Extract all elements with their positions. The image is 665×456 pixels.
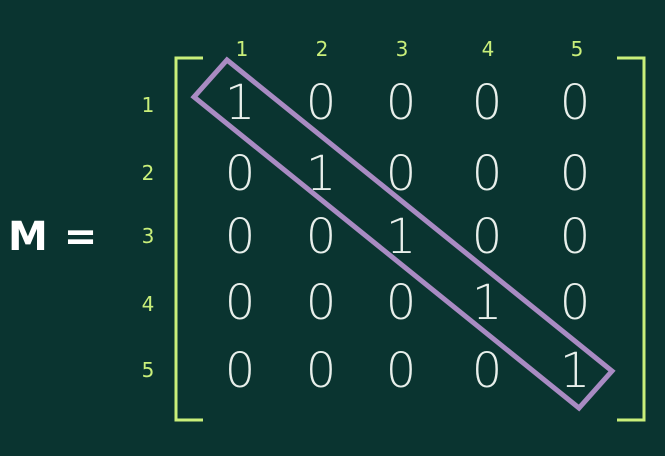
- matrix-cell-r4-c4: 1: [471, 275, 503, 331]
- matrix-cell-r5-c4: 0: [471, 343, 503, 399]
- column-index-2: 2: [315, 37, 329, 61]
- column-index-3: 3: [395, 37, 409, 61]
- column-index-1: 1: [235, 37, 249, 61]
- matrix-cell-r2-c4: 0: [471, 146, 503, 202]
- matrix-cell-r5-c2: 0: [305, 343, 337, 399]
- matrix-name-label: M =: [8, 214, 99, 260]
- diagonal-highlight-box: [190, 56, 616, 412]
- row-index-2: 2: [141, 161, 155, 185]
- matrix-cell-r4-c5: 0: [559, 275, 591, 331]
- matrix-cell-r1-c2: 0: [305, 75, 337, 131]
- right-bracket: [617, 56, 646, 422]
- matrix-cell-r3-c1: 0: [224, 209, 256, 265]
- left-bracket: [174, 56, 203, 422]
- matrix-cell-r2-c3: 0: [385, 146, 417, 202]
- matrix-cell-r1-c1: 1: [224, 75, 256, 131]
- row-index-5: 5: [141, 358, 155, 382]
- matrix-cell-r2-c1: 0: [224, 146, 256, 202]
- matrix-cell-r5-c3: 0: [385, 343, 417, 399]
- matrix-cell-r2-c5: 0: [559, 146, 591, 202]
- matrix-cell-r3-c4: 0: [471, 209, 503, 265]
- matrix-cell-r3-c3: 1: [385, 209, 417, 265]
- row-index-1: 1: [141, 93, 155, 117]
- column-index-5: 5: [570, 37, 584, 61]
- matrix-cell-r1-c5: 0: [559, 75, 591, 131]
- row-index-3: 3: [141, 224, 155, 248]
- matrix-cell-r1-c3: 0: [385, 75, 417, 131]
- matrix-cell-r4-c2: 0: [305, 275, 337, 331]
- matrix-cell-r3-c5: 0: [559, 209, 591, 265]
- column-index-4: 4: [481, 37, 495, 61]
- matrix-cell-r4-c1: 0: [224, 275, 256, 331]
- matrix-cell-r4-c3: 0: [385, 275, 417, 331]
- matrix-cell-r3-c2: 0: [305, 209, 337, 265]
- matrix-cell-r2-c2: 1: [305, 146, 337, 202]
- row-index-4: 4: [141, 292, 155, 316]
- matrix-cell-r1-c4: 0: [471, 75, 503, 131]
- matrix-cell-r5-c5: 1: [559, 343, 591, 399]
- matrix-cell-r5-c1: 0: [224, 343, 256, 399]
